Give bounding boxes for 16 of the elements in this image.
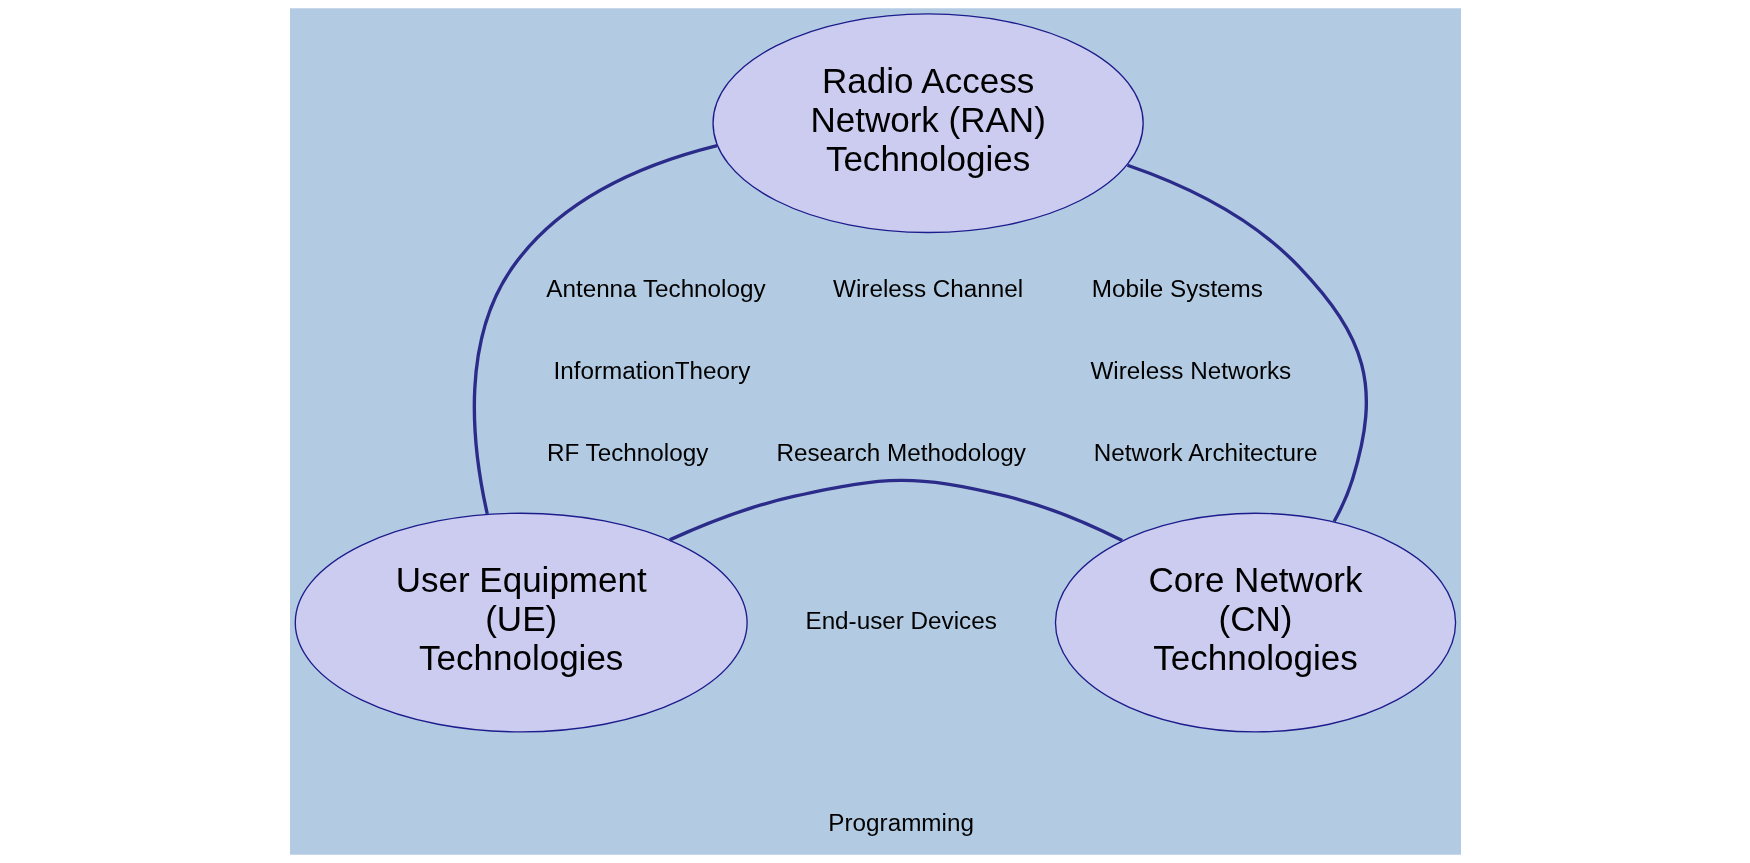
label: Mobile Systems [1091, 274, 1263, 302]
label: Wireless Networks [1089, 356, 1291, 384]
label: Programming [827, 809, 974, 837]
node-ellipse: User Equipment (UE) Technologies [294, 512, 748, 733]
label: RF Technology [546, 439, 708, 467]
label: Antenna Technology [545, 274, 766, 302]
label: Network Architecture [1093, 439, 1318, 467]
node-ellipse: Radio Access Network (RAN) Technologies [711, 13, 1144, 234]
node-ellipse: Core Network (CN) Technologies [1054, 512, 1456, 733]
connector [472, 144, 717, 515]
connector [668, 478, 1123, 543]
label: Research Methodology [775, 439, 1026, 467]
label: InformationTheory [552, 356, 750, 384]
label: Wireless Channel [832, 274, 1023, 302]
connector [1126, 163, 1368, 523]
label: End-user Devices [804, 606, 997, 634]
